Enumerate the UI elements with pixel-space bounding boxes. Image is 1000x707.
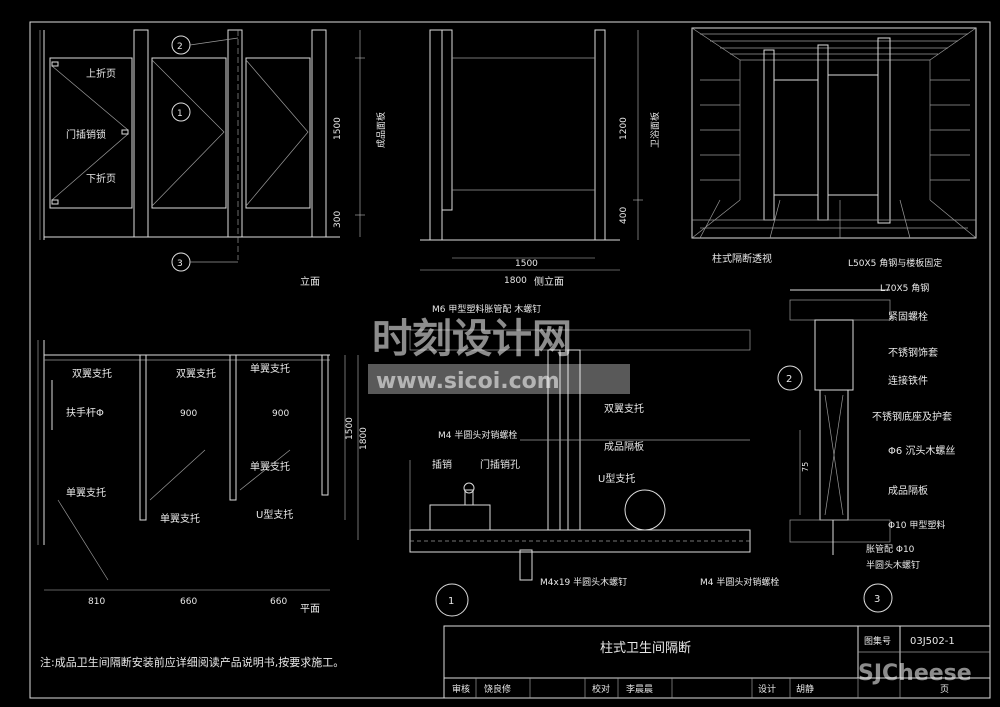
detail2-label-4: 连接铁件: [888, 374, 928, 387]
dim-side-1800: 1800: [504, 276, 527, 286]
detail2-label-10: 半圆头木螺钉: [866, 559, 920, 571]
detail1-label-latch-hole: 门插销孔: [480, 458, 520, 471]
plan-view: [37, 340, 359, 591]
watermark-brand: SJCheese: [858, 661, 972, 686]
detail1-label-m6: M6 甲型塑料胀管配 木螺钉: [432, 303, 541, 315]
title-block: [443, 625, 991, 699]
callout-3: 3: [177, 259, 183, 269]
plan-label-u-bracket: U型支托: [256, 508, 293, 521]
detail-2: [789, 289, 891, 555]
detail-3-number: 3: [874, 594, 880, 605]
detail1-label-m4x19: M4x19 半圆头木螺钉: [540, 576, 627, 588]
callout-2: 2: [177, 42, 183, 52]
detail2-label-8: Φ10 甲型塑料: [888, 519, 945, 531]
detail1-label-m4-bolt: M4 半圆头对销螺栓: [438, 429, 517, 441]
detail2-label-1: L70X5 角钢: [880, 282, 929, 294]
dim-side-1200: 1200: [619, 117, 629, 140]
perspective-title: 柱式隔断透视: [712, 252, 772, 265]
watermark-url-band: [368, 364, 630, 394]
plan-label-single-bracket-4: 单翼支托: [250, 460, 290, 473]
detail-3-circle: [863, 583, 893, 613]
drawing-note: 注:成品卫生间隔断安装前应详细阅读产品说明书,按要求施工。: [40, 655, 344, 669]
tb-checker: 李晨晨: [626, 683, 653, 695]
plan-label-single-bracket-3: 单翼支托: [160, 512, 200, 525]
detail-1-number: 1: [448, 596, 454, 607]
tb-page-label: 页: [940, 684, 949, 695]
detail2-label-0: L50X5 角钢与楼板固定: [848, 257, 942, 269]
label-lower-hinge: 下折页: [86, 172, 116, 185]
plan-label-double-bracket-1: 双翼支托: [72, 367, 112, 380]
detail1-label-double-bracket: 双翼支托: [604, 402, 644, 415]
tb-reviewer: 饶良修: [484, 683, 511, 695]
detail-2-number: 2: [786, 374, 792, 385]
tb-design-label: 设计: [758, 683, 776, 695]
detail2-label-5: 不锈钢底座及护套: [872, 410, 952, 423]
detail2-label-6: Φ6 沉头木螺丝: [888, 444, 955, 457]
watermark-url: www.sicoi.com: [376, 369, 560, 394]
dim-elevation-1500: 1500: [333, 117, 343, 140]
detail2-label-2: 紧固螺栓: [888, 310, 928, 323]
label-door-latch: 门插销锁: [66, 128, 106, 141]
plan-dim-660-1: 660: [180, 597, 197, 607]
detail2-label-7: 成品隔板: [888, 484, 928, 497]
title-block-title: 柱式卫生间隔断: [600, 641, 691, 656]
plan-title: 平面: [300, 604, 320, 615]
plan-label-single-bracket-2: 单翼支托: [66, 486, 106, 499]
tb-review-label: 审核: [452, 683, 470, 695]
plan-dim-660-2: 660: [270, 597, 287, 607]
plan-dim-top-900-2: 900: [272, 409, 289, 419]
perspective-view: [691, 27, 977, 239]
tb-designer: 胡静: [796, 683, 814, 695]
side-elevation-title: 侧立面: [534, 275, 564, 288]
detail1-label-u-bracket: U型支托: [598, 472, 635, 485]
plan-dim-1800: 1800: [359, 427, 369, 450]
detail1-label-latch: 插销: [432, 458, 452, 471]
atlas-label: 图集号: [864, 635, 891, 647]
detail2-label-9: 胀管配 Φ10: [866, 543, 915, 555]
plan-dim-1500: 1500: [345, 417, 355, 440]
detail2-dim-75: 75: [801, 462, 810, 472]
detail-1: [409, 329, 751, 581]
elevation-view: [39, 29, 365, 272]
tb-check-label: 校对: [592, 683, 610, 695]
dim-side-400: 400: [619, 207, 629, 224]
dim-elevation-300: 300: [333, 211, 343, 228]
atlas-number: 03J502-1: [910, 636, 955, 647]
plan-label-single-bracket-1: 单翼支托: [250, 362, 290, 375]
plan-label-handrail: 扶手杆Φ: [66, 406, 104, 419]
callout-1: 1: [177, 109, 183, 119]
side-elevation-note: 卫浴面板: [649, 112, 661, 148]
dim-side-1500: 1500: [515, 259, 538, 269]
plan-label-double-bracket-2: 双翼支托: [176, 367, 216, 380]
detail2-label-3: 不锈钢饰套: [888, 346, 938, 359]
plan-dim-top-900-1: 900: [180, 409, 197, 419]
elevation-title: 立面: [300, 275, 320, 288]
elevation-side-note: 成品面板: [375, 112, 387, 148]
plan-dim-810: 810: [88, 597, 105, 607]
label-upper-hinge: 上折页: [86, 67, 116, 80]
watermark-cn: 时刻设计网: [372, 316, 572, 362]
detail1-label-m4-bolt-2: M4 半圆头对销螺栓: [700, 576, 779, 588]
detail-1-circle: [435, 583, 469, 617]
detail1-label-panel: 成品隔板: [604, 440, 644, 453]
side-elevation-view: [420, 29, 643, 271]
detail-2-circle: [777, 365, 803, 391]
